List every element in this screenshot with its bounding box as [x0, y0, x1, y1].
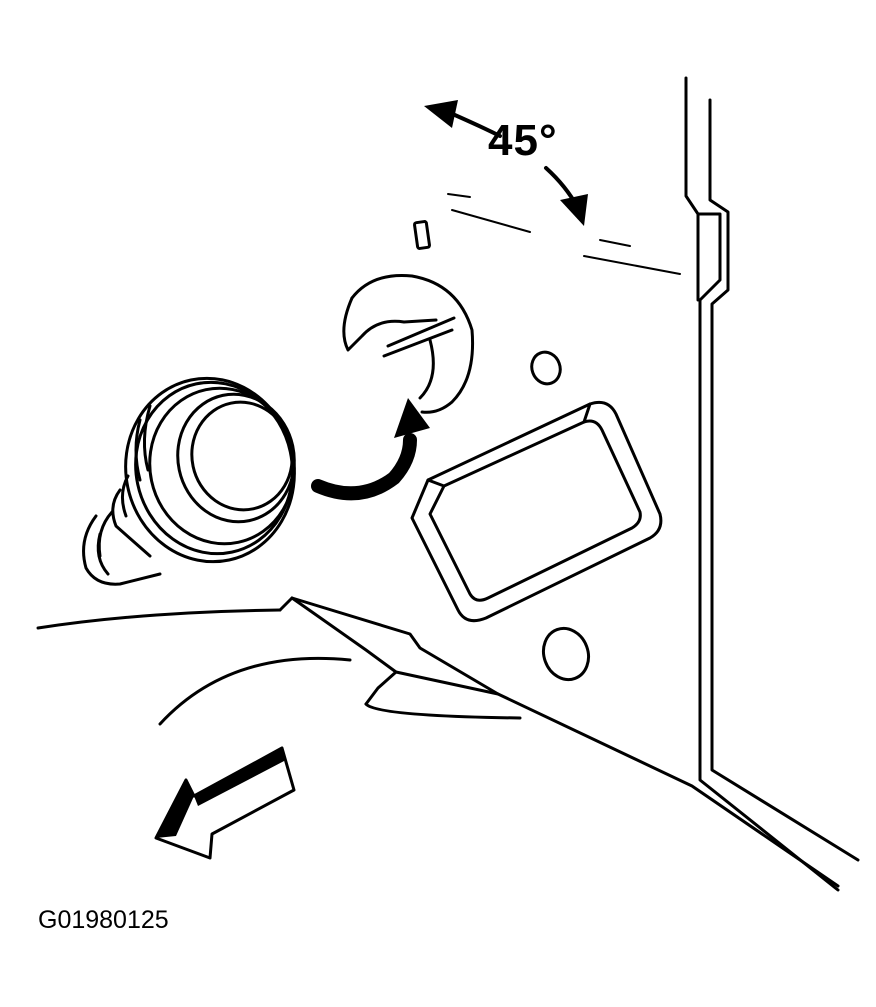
install-arrow-head	[394, 398, 430, 438]
retainer-clip	[342, 273, 475, 414]
slot-mark	[413, 220, 431, 250]
rotation-arrow-head-right	[560, 194, 588, 226]
figure-id: G01980125	[38, 906, 169, 934]
angle-label: 45°	[488, 116, 558, 165]
reference-dashes	[447, 193, 681, 275]
panel-edge	[684, 76, 860, 892]
hole-upper	[530, 350, 562, 386]
hole-lower	[541, 626, 591, 682]
install-arrow	[311, 433, 417, 501]
rotation-arrow-head-left	[424, 100, 458, 128]
direction-arrow	[154, 746, 296, 860]
rectangular-opening	[410, 400, 663, 623]
floor-contour	[36, 596, 840, 888]
plug-body	[82, 376, 296, 586]
